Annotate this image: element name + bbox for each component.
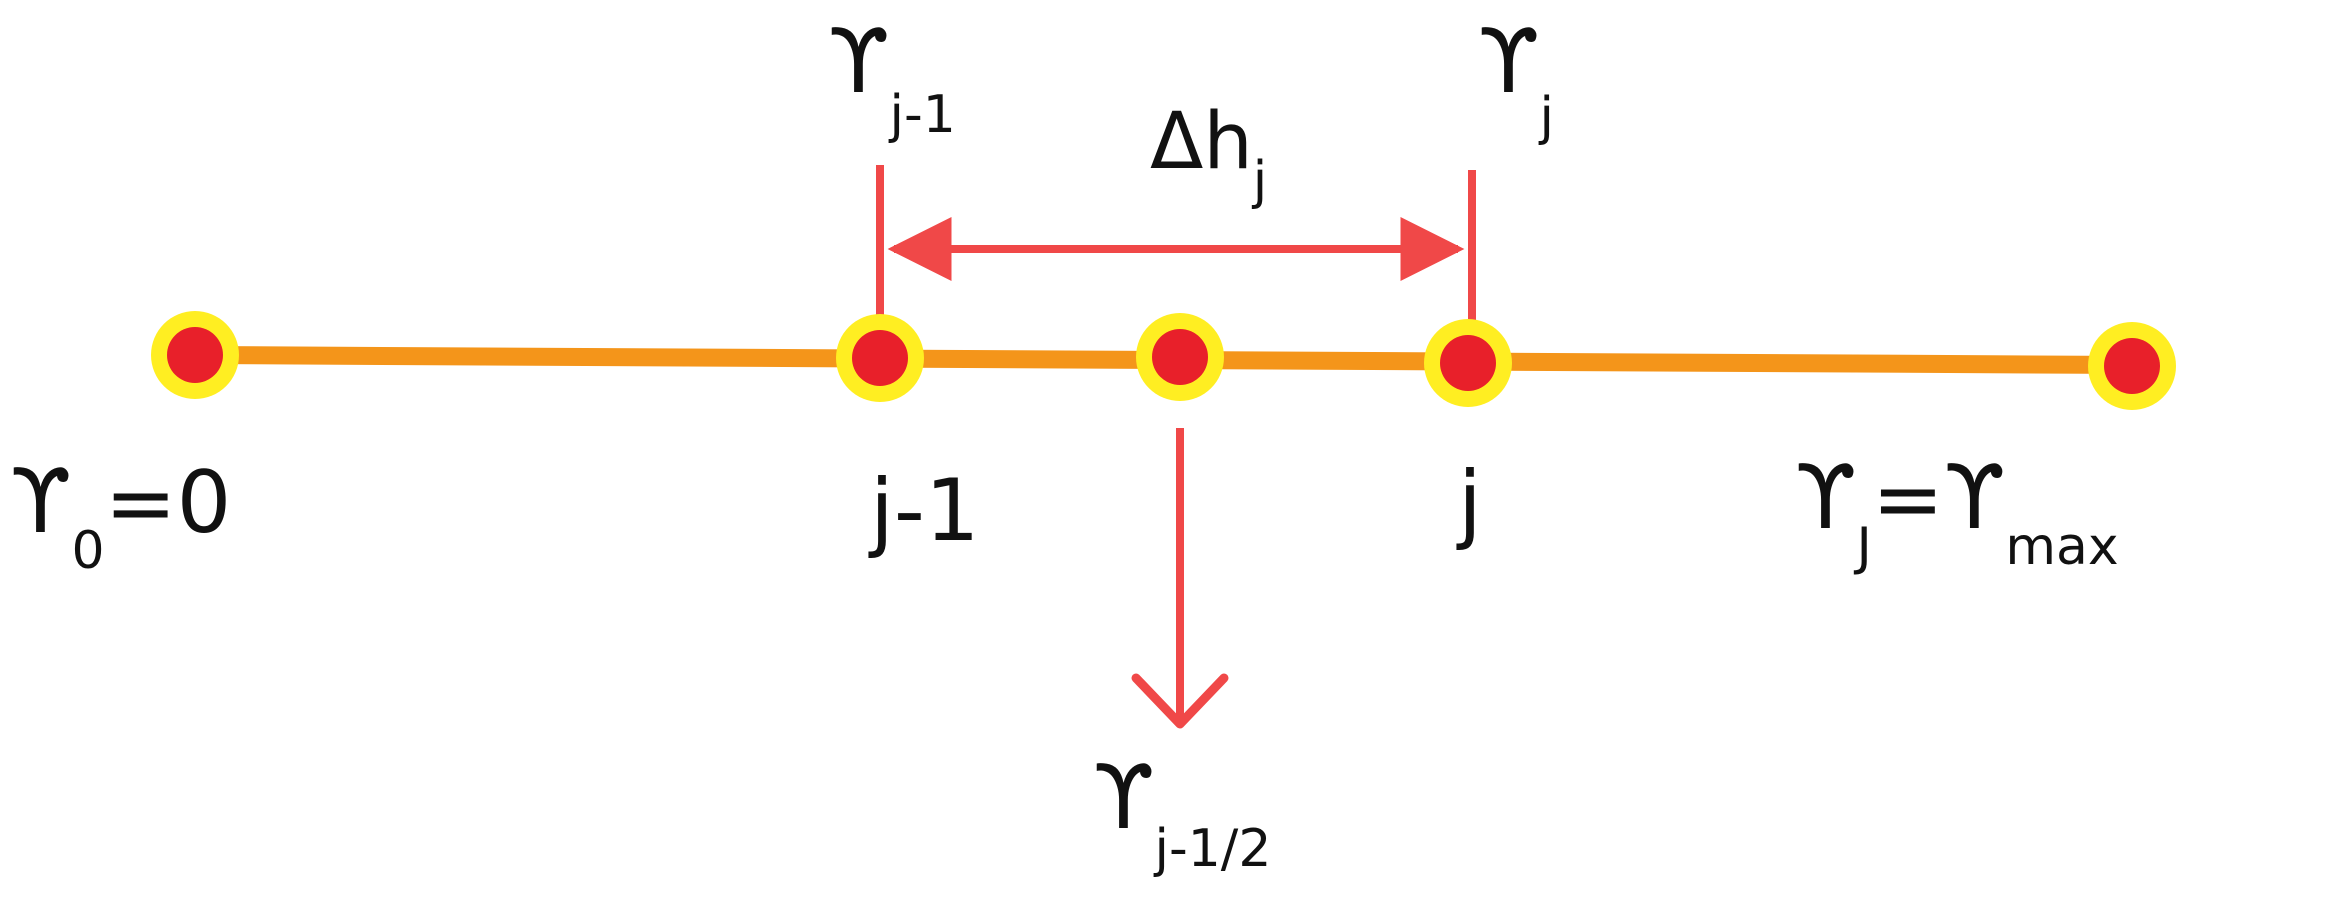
label-upsilon-0-rest: =0: [105, 453, 232, 553]
mid-down-arrowhead-icon: [1131, 673, 1229, 729]
label-index-j-1: j-1: [868, 461, 980, 561]
label-delta-h-main: Δh: [1150, 97, 1253, 187]
node-j: [1424, 319, 1512, 407]
label-upsilon-J: ϒJ=ϒmax: [1795, 446, 2119, 577]
label-delta-h: Δhj: [1150, 97, 1267, 211]
label-upsilon-max-symbol: ϒ: [1944, 446, 2006, 549]
label-upsilon-0: ϒ0=0: [10, 450, 231, 581]
label-upsilon-j-1-sub: j-1: [889, 85, 956, 145]
label-upsilon-j-half: ϒj-1/2: [1093, 746, 1271, 879]
label-upsilon-j-1: ϒj-1: [828, 10, 956, 145]
label-upsilon-j: ϒj: [1478, 10, 1554, 147]
label-delta-h-sub: j: [1252, 151, 1267, 211]
node-mid: [1136, 313, 1224, 401]
label-index-j: j: [1456, 453, 1482, 553]
label-upsilon-J-sub: J: [1854, 517, 1872, 577]
label-upsilon-0-sub: 0: [72, 521, 105, 581]
label-upsilon-j-half-symbol: ϒ: [1093, 746, 1155, 849]
label-upsilon-j-symbol: ϒ: [1478, 10, 1540, 113]
label-upsilon-j-half-sub: j-1/2: [1154, 819, 1272, 879]
node-j-1: [836, 314, 924, 402]
label-upsilon-j-1-symbol: ϒ: [828, 10, 890, 113]
label-upsilon-J-eq: =: [1872, 449, 1944, 549]
node-J: [2088, 322, 2176, 410]
label-upsilon-J-symbol: ϒ: [1795, 446, 1857, 549]
label-upsilon-max-sub: max: [2005, 517, 2118, 577]
node-0: [151, 311, 239, 399]
label-upsilon-0-symbol: ϒ: [10, 450, 72, 553]
label-upsilon-j-sub: j: [1539, 87, 1554, 147]
